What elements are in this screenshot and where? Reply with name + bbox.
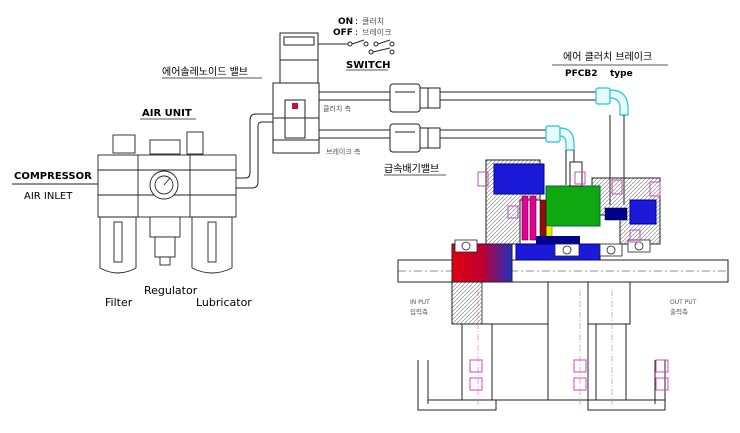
- input-label-en: IN PUT: [410, 299, 430, 306]
- product-name: 에어 클러치 브레이크: [563, 51, 652, 63]
- pink-bolts: [469, 171, 669, 391]
- switch-title: SWITCH: [346, 60, 390, 71]
- quick-exhaust-valve-clutch: [389, 83, 441, 113]
- air-unit-label: AIR UNIT: [142, 108, 192, 119]
- regulator-label: Regulator: [144, 284, 198, 297]
- valve-pipes: [319, 91, 600, 139]
- switch-contacts: [347, 39, 395, 55]
- switch-on-label: ON: [338, 17, 353, 27]
- filter-label: Filter: [105, 296, 133, 309]
- lubricator-label: Lubricator: [196, 296, 252, 309]
- bearings: [454, 239, 651, 257]
- air-unit: [97, 131, 237, 274]
- solenoid-valve: [272, 32, 320, 154]
- cyan-fittings: [545, 87, 629, 151]
- model-name: PFCB2: [565, 69, 597, 79]
- quick-exhaust-valve-brake: [389, 123, 441, 153]
- solenoid-valve-label: 에어솔레노이드 밸브: [162, 66, 248, 78]
- svg-text::: :: [355, 28, 358, 38]
- clutch-side-label: 클러치 측: [323, 104, 352, 113]
- input-label-kr: 입력측: [410, 307, 428, 316]
- model-suffix: type: [610, 69, 633, 79]
- switch-on-desc: 클러치: [362, 17, 384, 26]
- supply-pipe: [236, 113, 273, 189]
- output-label-en: OUT PUT: [670, 299, 697, 306]
- switch: ON : 클러치 OFF : 브레이크 SWITCH: [318, 17, 395, 71]
- brake-side-label: 브레이크 측: [326, 147, 361, 156]
- centerlines: [477, 290, 613, 405]
- quick-exhaust-label: 급속배기밸브: [384, 163, 439, 175]
- clutch-brake-unit: [397, 159, 729, 411]
- output-label-kr: 출력측: [670, 307, 688, 316]
- air-inlet-label: AIR INLET: [24, 191, 73, 202]
- switch-off-desc: 브레이크: [362, 27, 391, 37]
- svg-text::: :: [355, 17, 358, 27]
- compressor-label: COMPRESSOR: [14, 171, 92, 182]
- switch-off-label: OFF: [333, 28, 353, 38]
